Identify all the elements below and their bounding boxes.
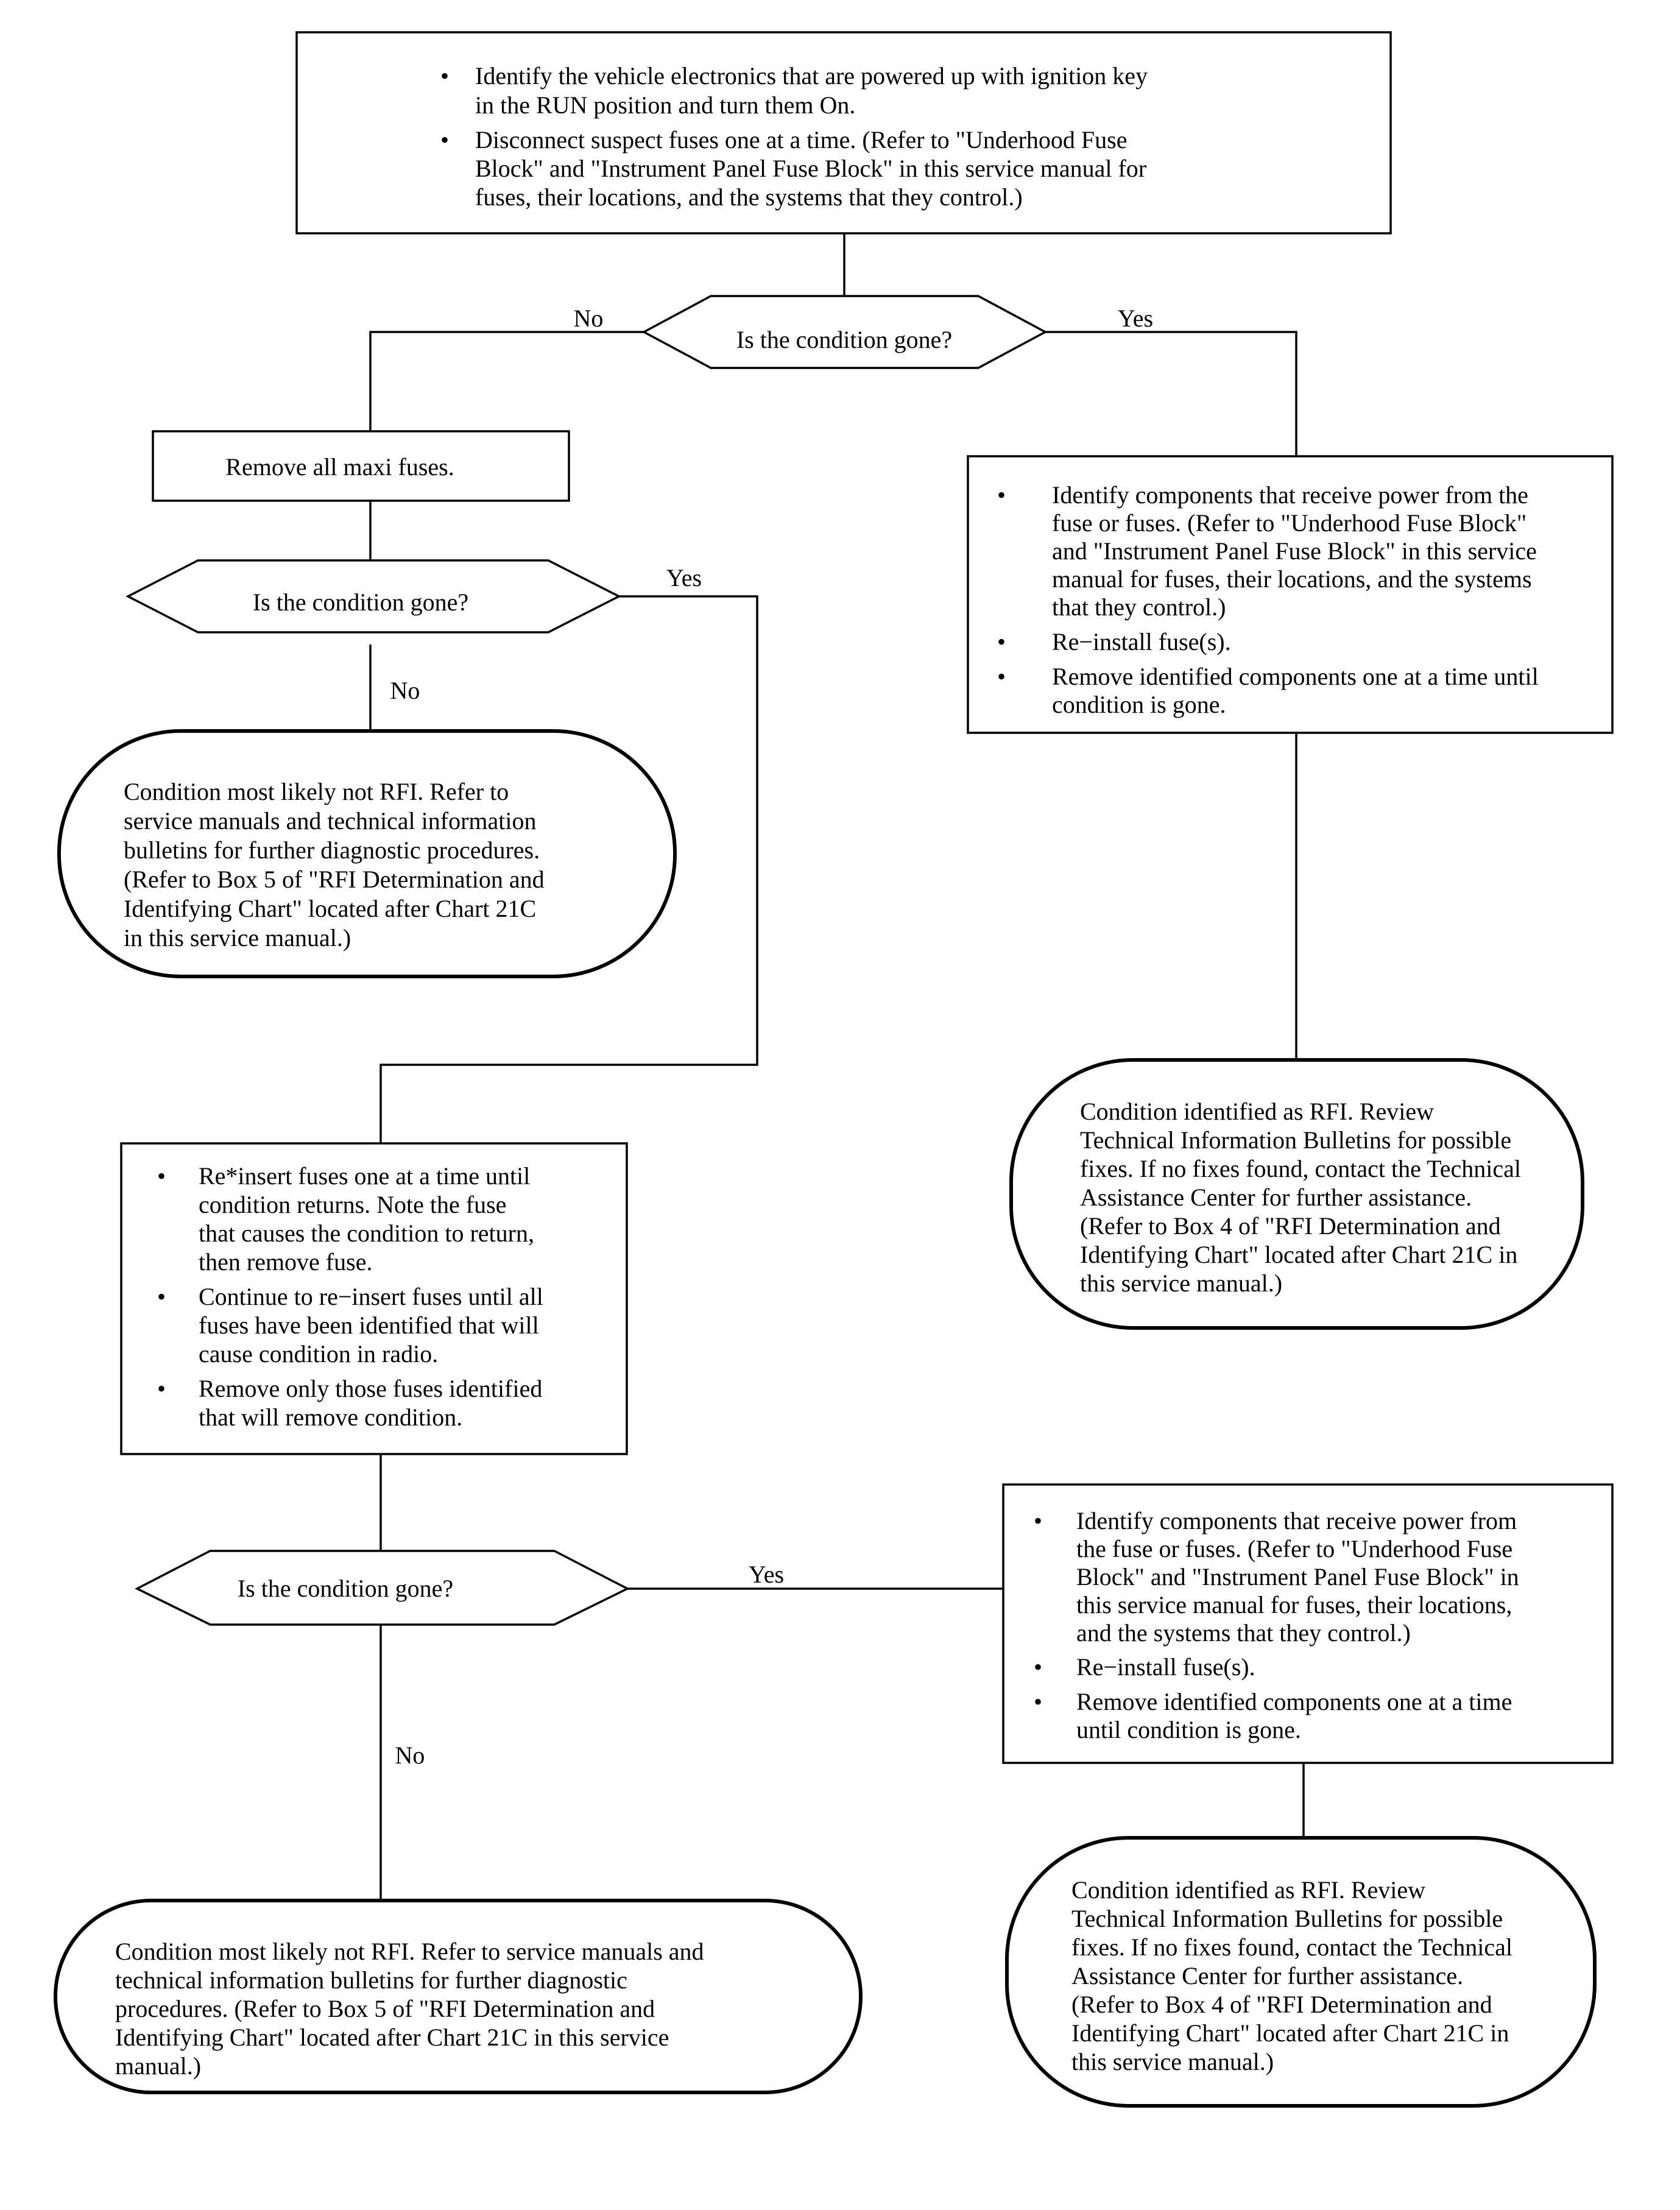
decision-2-question: Is the condition gone? xyxy=(253,588,468,616)
connector-lines xyxy=(369,233,1305,1901)
rfi-2-line-5: (Refer to Box 4 of "RFI Determination an… xyxy=(1071,1991,1492,2018)
identify-components-box-2: • Identify components that receive power… xyxy=(1002,1483,1614,1764)
reinsert-b3-line-2: that will remove condition. xyxy=(199,1403,462,1431)
svg-text:•: • xyxy=(1034,1688,1042,1715)
svg-text:•: • xyxy=(997,663,1006,690)
rfi-identified-terminal-2: Condition identified as RFI. Review Tech… xyxy=(1005,1836,1597,2108)
svg-text:•: • xyxy=(157,1283,166,1310)
rfi-2-line-7: this service manual.) xyxy=(1071,2048,1274,2075)
identify-1-b3-line-2: condition is gone. xyxy=(1052,691,1226,718)
identify-1-b3-line-1: Remove identified components one at a ti… xyxy=(1052,663,1539,690)
svg-text:•: • xyxy=(440,62,449,90)
reinsert-b3-line-1: Remove only those fuses identified xyxy=(199,1375,542,1402)
identify-2-b1-line-2: the fuse or fuses. (Refer to "Underhood … xyxy=(1076,1535,1512,1562)
top-bullet-2-line-2: Block" and "Instrument Panel Fuse Block"… xyxy=(475,155,1146,182)
top-bullet-2-line-3: fuses, their locations, and the systems … xyxy=(475,183,1023,211)
remove-maxi-fuses-text: Remove all maxi fuses. xyxy=(225,453,454,481)
reinsert-b2-line-1: Continue to re−insert fuses until all xyxy=(199,1283,543,1310)
decision-2-yes-label: Yes xyxy=(666,564,702,591)
decision-3: Is the condition gone? Yes No xyxy=(135,1550,784,1769)
rfi-2-line-6: Identifying Chart" located after Chart 2… xyxy=(1071,2019,1509,2047)
identify-1-b1-line-3: and "Instrument Panel Fuse Block" in thi… xyxy=(1052,537,1537,565)
svg-text:•: • xyxy=(1034,1653,1042,1681)
identify-1-b1-line-4: manual for fuses, their locations, and t… xyxy=(1052,565,1532,593)
svg-text:•: • xyxy=(1034,1507,1042,1534)
not-rfi-2-line-4: Identifying Chart" located after Chart 2… xyxy=(115,2024,669,2051)
not-rfi-1-line-1: Condition most likely not RFI. Refer to xyxy=(124,778,509,805)
identify-1-b1-line-5: that they control.) xyxy=(1052,593,1226,621)
identify-2-b1-line-3: Block" and "Instrument Panel Fuse Block"… xyxy=(1076,1563,1519,1590)
rfi-identified-terminal-1: Condition identified as RFI. Review Tech… xyxy=(1009,1058,1584,1330)
reinsert-b1-line-3: that causes the condition to return, xyxy=(199,1220,534,1247)
rfi-1-line-7: this service manual.) xyxy=(1080,1269,1282,1297)
identify-2-b3-line-2: until condition is gone. xyxy=(1076,1716,1301,1743)
svg-text:•: • xyxy=(997,481,1006,509)
rfi-1-line-4: Assistance Center for further assistance… xyxy=(1080,1184,1472,1211)
connector-decision-1-no xyxy=(369,331,644,461)
top-bullet-1-line-2: in the RUN position and turn them On. xyxy=(475,91,855,119)
decision-2: Is the condition gone? No Yes xyxy=(125,559,702,704)
identify-2-b1-line-5: and the systems that they control.) xyxy=(1076,1619,1411,1647)
reinsert-fuses-box: • Re*insert fuses one at a time until co… xyxy=(120,1142,628,1455)
identify-components-box-1: • Identify components that receive power… xyxy=(967,455,1614,734)
connector-decision-1-yes xyxy=(1045,331,1297,456)
reinsert-b2-line-2: fuses have been identified that will xyxy=(199,1312,539,1339)
not-rfi-1-line-4: (Refer to Box 5 of "RFI Determination an… xyxy=(124,866,545,893)
rfi-2-line-3: fixes. If no fixes found, contact the Te… xyxy=(1071,1933,1512,1961)
not-rfi-terminal-1: Condition most likely not RFI. Refer to … xyxy=(57,729,677,978)
not-rfi-2-line-3: procedures. (Refer to Box 5 of "RFI Dete… xyxy=(115,1995,655,2022)
decision-1-yes-label: Yes xyxy=(1118,305,1153,332)
rfi-2-line-2: Technical Information Bulletins for poss… xyxy=(1071,1905,1503,1932)
decision-3-question: Is the condition gone? xyxy=(238,1575,453,1602)
svg-text:•: • xyxy=(157,1375,166,1402)
not-rfi-2-line-2: technical information bulletins for furt… xyxy=(115,1966,627,1994)
reinsert-b2-line-3: cause condition in radio. xyxy=(199,1340,438,1368)
identify-2-b3-line-1: Remove identified components one at a ti… xyxy=(1076,1688,1512,1715)
not-rfi-1-line-5: Identifying Chart" located after Chart 2… xyxy=(124,895,536,922)
rfi-2-line-1: Condition identified as RFI. Review xyxy=(1071,1876,1425,1904)
rfi-1-line-6: Identifying Chart" located after Chart 2… xyxy=(1080,1241,1517,1268)
rfi-1-line-2: Technical Information Bulletins for poss… xyxy=(1080,1126,1511,1154)
rfi-1-line-1: Condition identified as RFI. Review xyxy=(1080,1098,1434,1125)
top-instruction-box: • Identify the vehicle electronics that … xyxy=(295,31,1392,235)
rfi-2-line-4: Assistance Center for further assistance… xyxy=(1071,1962,1463,1989)
decision-2-no-label: No xyxy=(390,677,420,704)
connector-decision-2-yes xyxy=(379,595,758,1143)
decision-3-no-label: No xyxy=(395,1742,425,1769)
identify-1-b1-line-2: fuse or fuses. (Refer to "Underhood Fuse… xyxy=(1052,509,1526,537)
not-rfi-1-line-3: bulletins for further diagnostic procedu… xyxy=(124,836,540,864)
decision-1: Is the condition gone? No Yes xyxy=(574,295,1153,369)
not-rfi-2-line-1: Condition most likely not RFI. Refer to … xyxy=(115,1938,704,1965)
identify-2-b1-line-4: this service manual for fuses, their loc… xyxy=(1076,1591,1512,1619)
reinsert-b1-line-4: then remove fuse. xyxy=(199,1248,372,1276)
identify-2-b1-line-1: Identify components that receive power f… xyxy=(1076,1507,1517,1534)
not-rfi-2-line-5: manual.) xyxy=(115,2052,201,2080)
remove-maxi-fuses-box: Remove all maxi fuses. xyxy=(152,430,570,502)
svg-text:•: • xyxy=(157,1162,166,1190)
identify-1-b1-line-1: Identify components that receive power f… xyxy=(1052,481,1528,509)
top-bullet-1-line-1: Identify the vehicle electronics that ar… xyxy=(475,62,1148,90)
svg-text:•: • xyxy=(997,628,1006,655)
rfi-1-line-3: fixes. If no fixes found, contact the Te… xyxy=(1080,1155,1521,1182)
not-rfi-1-line-6: in this service manual.) xyxy=(124,924,351,951)
rfi-1-line-5: (Refer to Box 4 of "RFI Determination an… xyxy=(1080,1212,1501,1240)
top-bullet-2-line-1: Disconnect suspect fuses one at a time. … xyxy=(475,126,1128,154)
identify-1-b2-line-1: Re−install fuse(s). xyxy=(1052,628,1231,655)
decision-3-yes-label: Yes xyxy=(749,1561,784,1588)
decision-1-question: Is the condition gone? xyxy=(736,326,952,353)
reinsert-b1-line-2: condition returns. Note the fuse xyxy=(199,1191,506,1218)
decision-1-no-label: No xyxy=(574,305,604,332)
not-rfi-1-line-2: service manuals and technical informatio… xyxy=(124,807,537,835)
not-rfi-terminal-2: Condition most likely not RFI. Refer to … xyxy=(54,1899,863,2094)
reinsert-b1-line-1: Re*insert fuses one at a time until xyxy=(199,1162,530,1190)
identify-2-b2-line-1: Re−install fuse(s). xyxy=(1076,1653,1255,1681)
svg-text:•: • xyxy=(440,126,449,154)
